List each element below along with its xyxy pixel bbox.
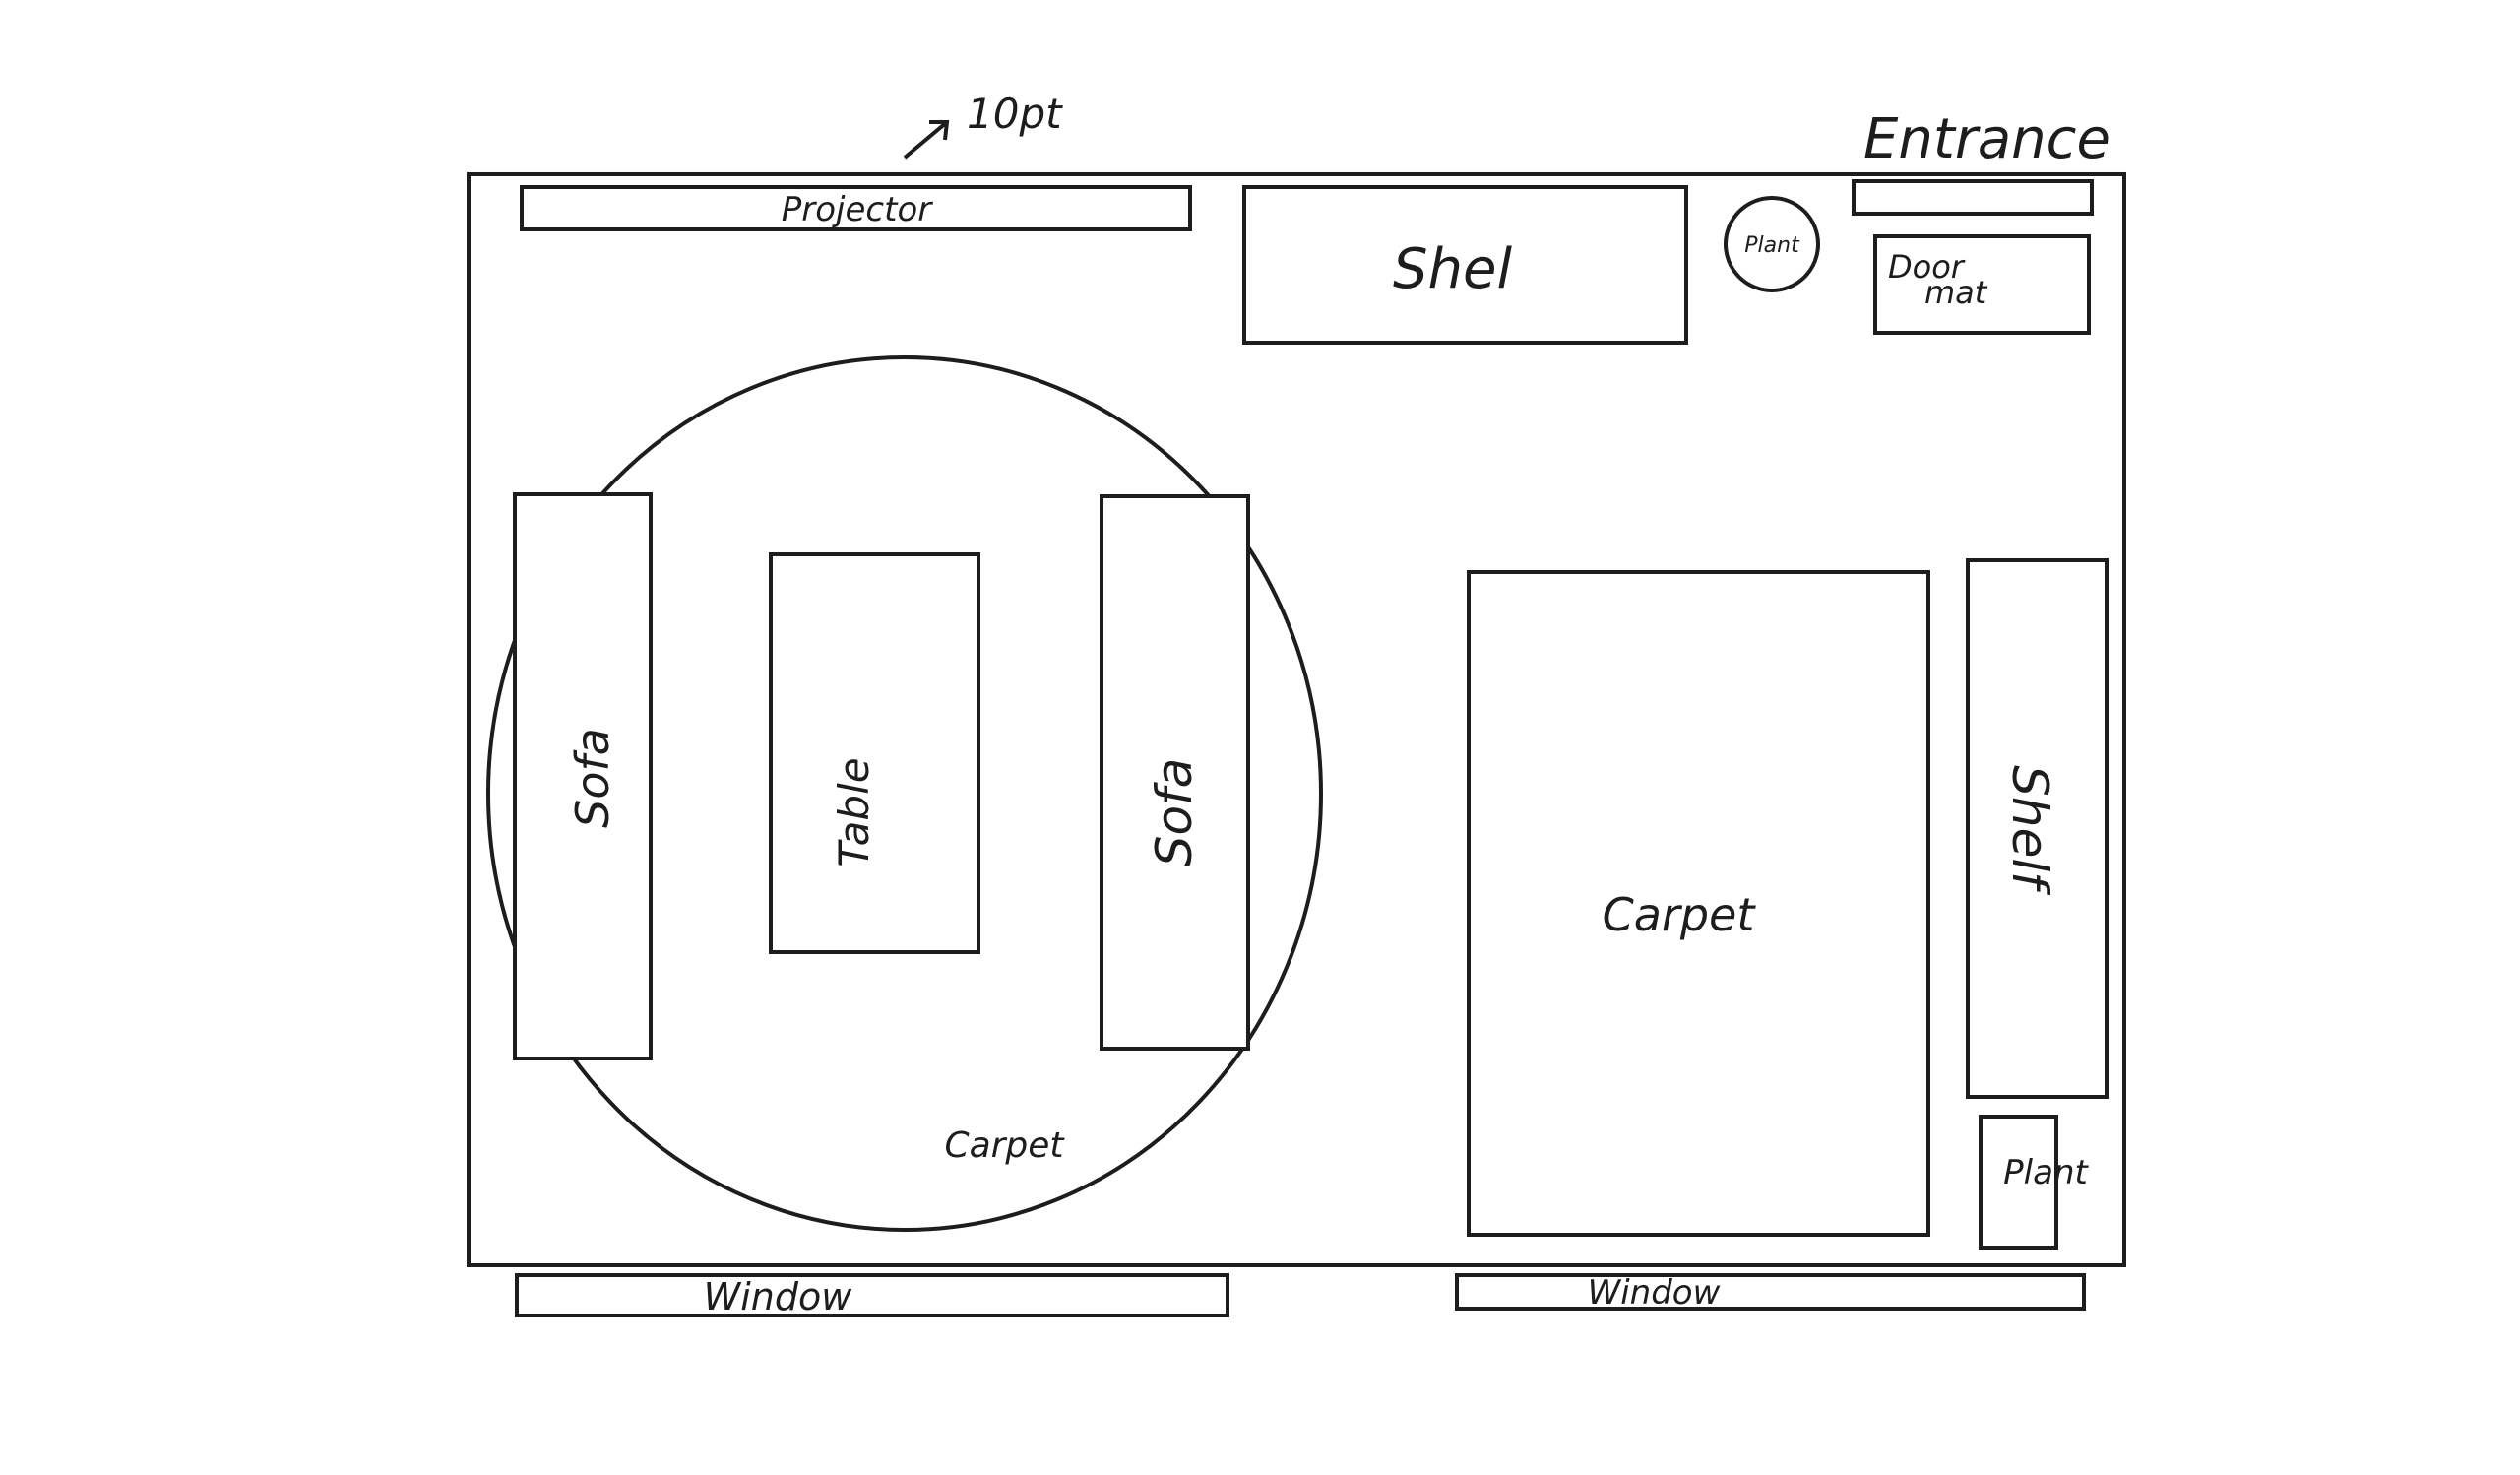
plant-round <box>1724 196 1820 292</box>
sofa-left-label: Sofa <box>566 728 619 828</box>
table-label: Table <box>830 757 878 866</box>
plant-box-label: Plant <box>2003 1153 2089 1192</box>
shelf-top-label: Shel <box>1393 237 1512 301</box>
plant-box <box>1979 1115 2058 1250</box>
window-right-label: Window <box>1588 1273 1721 1313</box>
door-mat <box>1873 234 2091 335</box>
shelf-right-label: Shelf <box>2001 765 2058 895</box>
entrance-label: Entrance <box>1863 107 2110 171</box>
round-carpet <box>486 355 1323 1232</box>
window-left-label: Window <box>704 1275 853 1318</box>
door-mat-label-2: mat <box>1924 274 1988 311</box>
window-left <box>515 1273 1229 1317</box>
sofa-right <box>1100 494 1250 1051</box>
shelf-right <box>1966 558 2109 1099</box>
shelf-top <box>1242 185 1688 345</box>
entrance-door <box>1852 179 2094 216</box>
door-mat-label-1: Door <box>1888 248 1966 286</box>
sofa-left <box>513 492 653 1060</box>
window-right <box>1455 1273 2086 1311</box>
projector <box>520 185 1192 231</box>
projector-label: Projector <box>782 190 933 229</box>
scale-note: 10pt <box>967 90 1063 138</box>
carpet-label: Carpet <box>1603 888 1757 941</box>
round-carpet-label: Carpet <box>944 1125 1065 1166</box>
room-outline <box>467 172 2126 1267</box>
arrow-icon <box>903 120 950 160</box>
carpet <box>1467 570 1930 1237</box>
sofa-right-label: Sofa <box>1146 758 1203 867</box>
plant-round-label: Plant <box>1744 233 1800 258</box>
table <box>769 552 980 954</box>
